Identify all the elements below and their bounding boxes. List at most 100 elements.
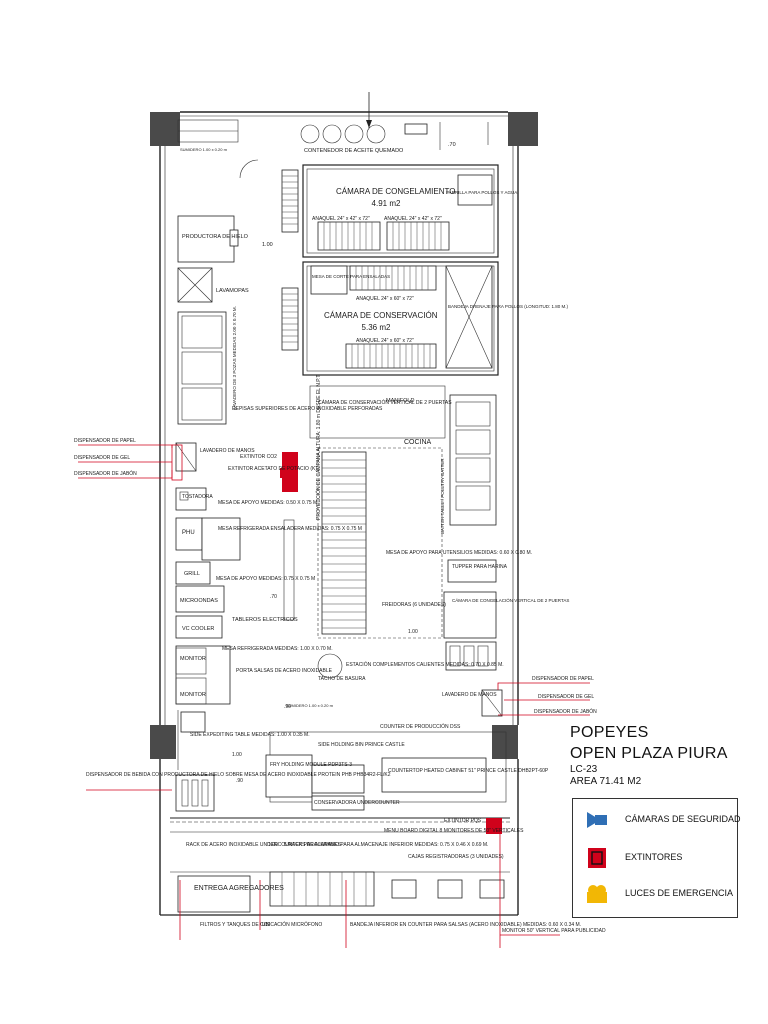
drain-tray-label: BANDEJA DRENAJE PARA POLLOS (LONGITUD: 1… <box>448 304 568 309</box>
soap-dispenser-label-right: DISPENSADOR DE JABÓN <box>534 708 597 715</box>
hot-holding-station <box>445 641 497 671</box>
extintor-pqs-label: EXTINTOR PQS <box>444 818 482 824</box>
extintor-co2-label: EXTINTOR CO2 <box>240 454 277 460</box>
undercounter-label: CONSERVADORA UNDERCOUNTER <box>314 800 400 806</box>
paper-dispenser-label: DISPENSADOR DE PAPEL <box>74 438 136 444</box>
vertical-freezer <box>443 591 497 639</box>
monitor-label: MONITOR <box>180 656 206 662</box>
delivery-label: ENTREGA AGREGADORES <box>194 885 284 892</box>
hand-sink-label-right: LAVADERO DE MANOS <box>442 692 497 698</box>
tupper-label: TUPPER PARA HARINA <box>452 564 508 570</box>
structural-column <box>150 112 180 146</box>
vert-conservation-label: CÁMARA DE CONSERVACIÓN VERTICAL DE 2 PUE… <box>318 399 452 406</box>
ice-maker-label: PRODUCTORA DE HIELO <box>182 234 249 240</box>
shelf-label: ANAQUEL 24" x 42" x 72" <box>312 216 370 222</box>
heated-cabinet <box>381 757 487 793</box>
fry-holding-label: FRY HOLDING MODULE PDP3TS-3 <box>270 762 352 768</box>
trash-bin <box>317 653 343 679</box>
gel-dispenser-label: DISPENSADOR DE GEL <box>74 455 130 461</box>
legend-label: LUCES DE EMERGENCIA <box>625 888 734 898</box>
dim-label: 1.00 <box>232 752 242 758</box>
three-well-sink <box>177 311 227 425</box>
dim-label: 1.00 <box>268 842 278 848</box>
salad-table-label: MESA DE CORTE PARA ENSALADAS <box>312 274 390 279</box>
oil-drum <box>322 124 342 144</box>
dim-label: .70 <box>448 142 456 148</box>
flour-tupper <box>447 559 497 583</box>
pos-register <box>437 879 463 899</box>
support-table-label: MESA DE APOYO MEDIDAS: 0.75 X 0.75 M <box>216 576 315 582</box>
soda-dispenser <box>175 774 215 812</box>
aluminum-racks-label: 5 RACKS DE ALUMINIO PARA ALMACENAJE INFE… <box>284 842 488 848</box>
microphone-label: UBICACIÓN MICRÓFONO <box>262 921 322 928</box>
soap-dispenser-label: DISPENSADOR DE JABÓN <box>74 470 137 477</box>
menu-board-label: MENU BOARD DIGITAL 8 MONITORES DE 50" VE… <box>384 828 524 834</box>
grill-unit <box>175 561 211 585</box>
pos-register <box>391 879 417 899</box>
structural-column <box>150 725 176 759</box>
fire-extinguisher-icon <box>588 848 606 868</box>
skirting-label: SUMIDERO 1.00 x 0.20 m <box>180 147 228 152</box>
batter-table <box>449 394 497 526</box>
microwave <box>175 585 225 613</box>
utensil-table-label: MESA DE APOYO PARA UTENSILIOS MEDIDAS: 0… <box>386 550 532 556</box>
chicken-rack-label: PARRILLA PARA POLLOS Y AGUA <box>446 190 517 195</box>
pos-register <box>479 879 505 899</box>
dim-label: 1.00 <box>262 242 273 248</box>
oil-container-label: CONTENEDOR DE ACEITE QUEMADO <box>304 148 404 154</box>
co2-filters-label: FILTROS Y TANQUES DE CO2 <box>200 922 271 928</box>
undercounter-cooler <box>311 795 365 811</box>
location-title: OPEN PLAZA PIURA <box>570 745 728 762</box>
monitor-label: MONITOR <box>180 692 206 698</box>
dim-label: .90 <box>236 778 243 784</box>
oil-drum <box>366 124 386 144</box>
refrig-table-label: MESA REFRIGERADA ENSALADERA MEDIDAS: 0.7… <box>218 526 362 532</box>
callout-leaders <box>78 444 590 948</box>
extintor-k-label: EXTINTOR ACETATO DE POTACIO (K) <box>228 466 317 472</box>
security-camera-icon <box>587 812 607 828</box>
freezer-room-name: CÁMARA DE CONGELAMIENTO <box>336 187 455 196</box>
grill-label: GRILL <box>184 571 200 577</box>
refrig-table-2-label: MESA REFRIGERADA MEDIDAS: 1.00 X 0.70 M. <box>222 646 333 652</box>
heated-cabinet-label: COUNTERTOP HEATED CABINET 51" PRINCE CAS… <box>388 768 549 774</box>
hot-station-label: ESTACIÓN COMPLEMENTOS CALIENTES MEDIDAS:… <box>346 661 504 668</box>
dim-label: .90 <box>284 704 291 710</box>
front-counter <box>170 452 510 913</box>
hand-sink-label: LAVADERO DE MANOS <box>200 448 255 454</box>
syrup-rack-label: RACK DE ACERO INOXIDABLE UNDERCOUNTER PA… <box>186 842 342 848</box>
skirting-label: SUMIDERO 1.00 x 0.20 m <box>286 703 334 708</box>
legend-item-emergency-lights: LUCES DE EMERGENCIA <box>573 879 737 909</box>
vc-cooler-label: VC COOLER <box>182 626 214 632</box>
prep-line <box>175 468 296 705</box>
plan-labels: SUMIDERO 1.00 x 0.20 m CONTENEDOR DE ACE… <box>74 142 606 934</box>
sauce-tray-label: BANDEJA INFERIOR EN COUNTER PARA SALSAS … <box>350 922 581 928</box>
toaster-label: TOSTADORA <box>182 494 213 500</box>
legend-label: CÁMARAS DE SEGURIDAD <box>625 814 741 824</box>
brand-title: POPEYES <box>570 724 649 741</box>
phu-label: PHU <box>182 530 195 536</box>
holding-bin-label: SIDE HOLDING BIN PRINCE CASTLE <box>318 742 405 748</box>
support-table-label: MESA DE APOYO MEDIDAS: 0.50 X 0.75 M. <box>218 500 319 506</box>
shelf-label: ANAQUEL 24" x 42" x 72" <box>384 216 442 222</box>
soda-dispenser-label: DISPENSADOR DE BEBIDA CON PRODUCTORA DE … <box>86 772 317 778</box>
electric-boards-label: TABLEROS ELECTRICOS <box>232 617 298 623</box>
mop-sink-label: LAVAMOPAS <box>216 288 249 294</box>
project-area: AREA 71.41 M2 <box>570 776 642 787</box>
structural-column <box>508 112 538 146</box>
shelf-label: ANAQUEL 24" x 60" x 72" <box>356 296 414 302</box>
conservation-room <box>302 261 499 376</box>
pos-label: CAJAS REGISTRADORAS (3 UNIDADES) <box>408 854 504 860</box>
expediting-table-label: SIDE EXPEDITING TABLE MEDIDAS: 1.00 X 0.… <box>190 732 310 738</box>
gel-dispenser-label-right: DISPENSADOR DE GEL <box>538 694 594 700</box>
trash-label: TACHO DE BASURA <box>318 676 366 682</box>
refrigerated-table <box>175 645 231 705</box>
sauce-holder-label: PORTA SALSAS DE ACERO INOXIDABLE <box>236 668 333 674</box>
legend-item-extinguishers: EXTINTORES <box>573 843 737 873</box>
building-shell <box>150 92 538 916</box>
toaster <box>175 487 207 511</box>
conservation-room-name: CÁMARA DE CONSERVACIÓN <box>324 311 438 320</box>
legend: CÁMARAS DE SEGURIDAD EXTINTORES LUCES DE… <box>572 798 741 918</box>
vc-cooler <box>175 615 223 639</box>
kitchen-label: COCINA <box>404 439 432 446</box>
